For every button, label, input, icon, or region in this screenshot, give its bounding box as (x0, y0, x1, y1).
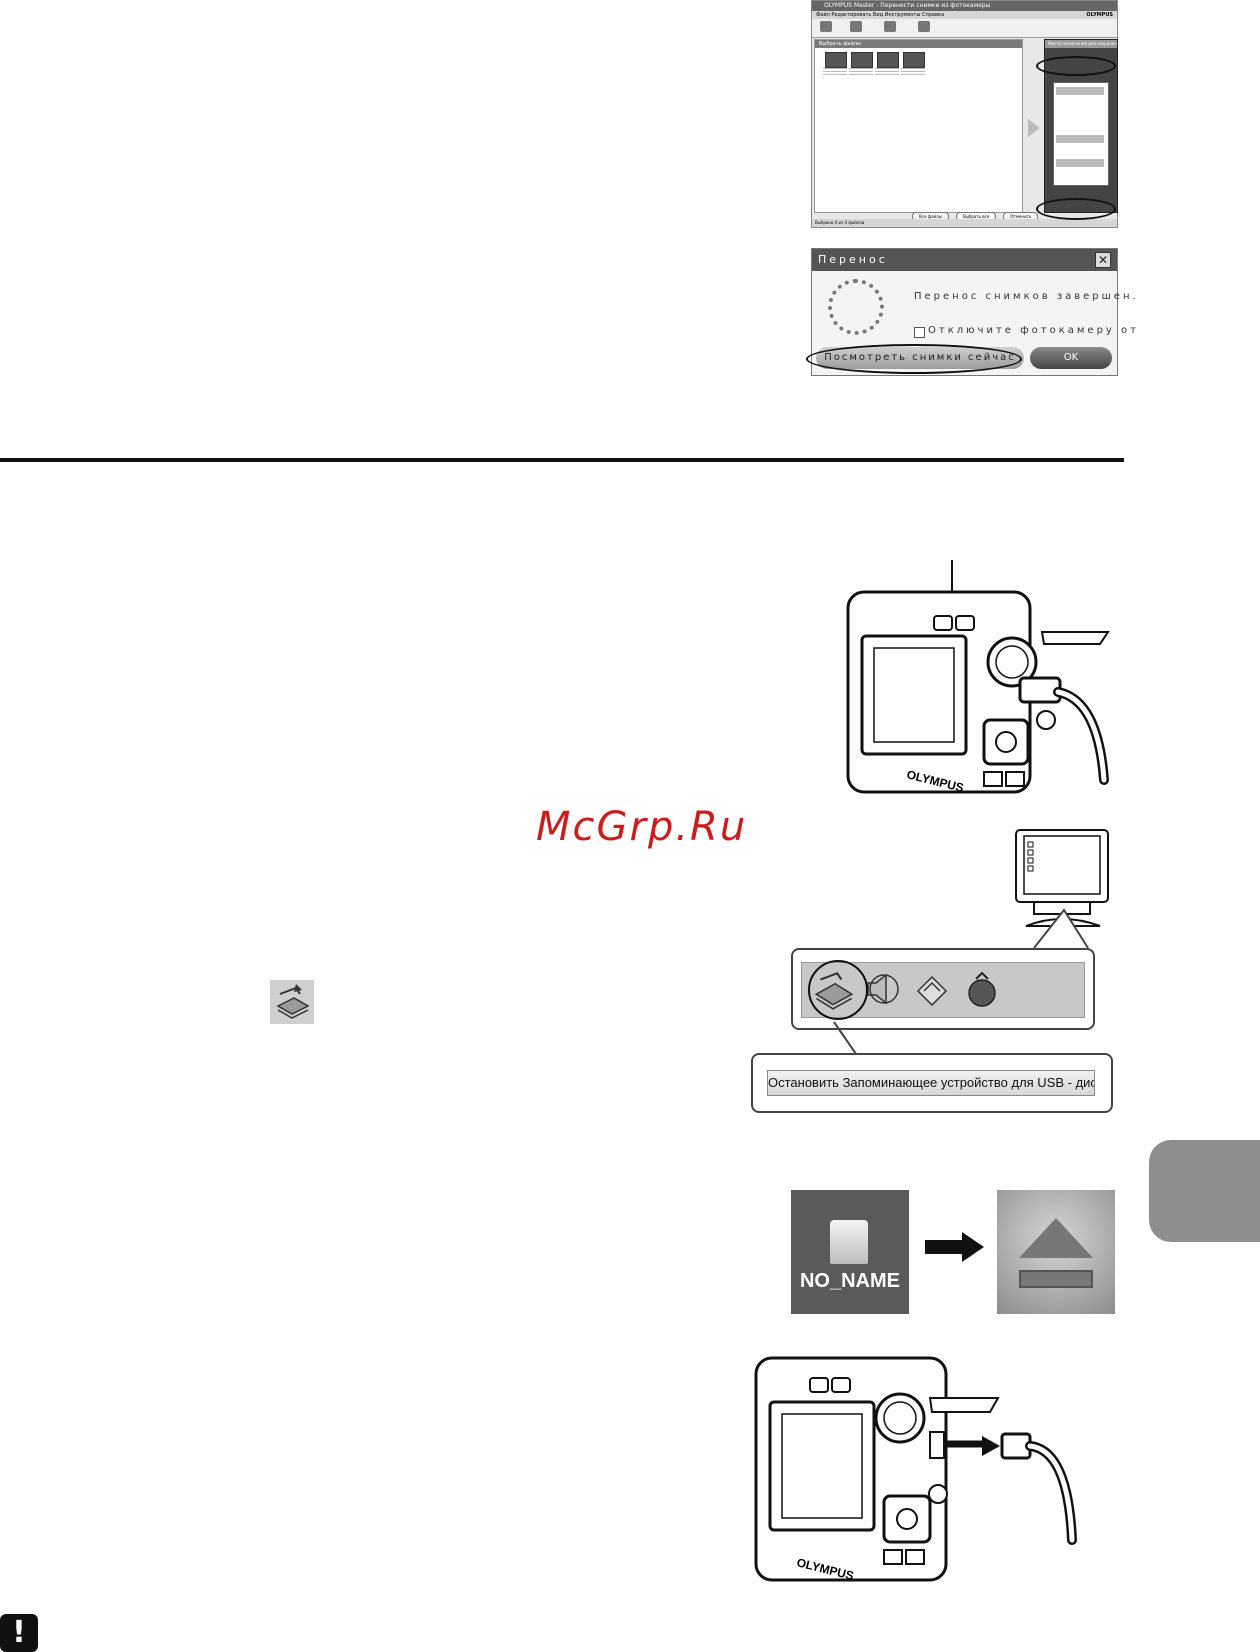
callout-pointer (833, 1021, 886, 1055)
eject-icon-panel (997, 1190, 1115, 1314)
transfer-window-status: Выбрано 4 из 4 файлов (812, 219, 1117, 227)
drive-label: NO_NAME (799, 1270, 900, 1292)
folder-item[interactable] (1056, 99, 1104, 107)
arrow-right-icon-head (962, 1232, 984, 1262)
disconnect-checkbox-label: Отключите фотокамеру от (928, 325, 1139, 336)
section-divider (0, 458, 1124, 462)
chapter-tab (1149, 1140, 1260, 1242)
network-icon[interactable] (912, 969, 952, 1009)
help-icon[interactable] (918, 21, 930, 32)
photo-thumbnail[interactable] (877, 52, 899, 68)
photo-thumbnail[interactable] (903, 52, 925, 68)
safely-remove-hardware-icon (270, 980, 314, 1024)
folder-item[interactable] (1056, 171, 1104, 179)
highlight-oval (806, 344, 1022, 374)
selection-buttons: Все файлы Выбрать все Отменить (912, 203, 1040, 221)
callout-pointer (1033, 908, 1089, 949)
stop-usb-device-tooltip[interactable]: Остановить Запоминающее устройство для U… (767, 1070, 1095, 1096)
photo-thumbnail[interactable] (851, 52, 873, 68)
thumbnail-caption (875, 68, 899, 76)
computer-monitor-illustration (1015, 829, 1109, 927)
dialog-message: Перенос снимков завершен. (914, 291, 1139, 302)
file-selection-header: Выбрать файлы (815, 40, 1022, 48)
destination-header: Место назначения для сохранения (1045, 40, 1117, 48)
folder-item[interactable] (1056, 123, 1104, 131)
tool-icon[interactable] (850, 21, 862, 32)
progress-spinner-icon (828, 279, 884, 335)
transfer-window-title: OLYMPUS Master - Перенести снимки из фот… (812, 1, 1117, 11)
eject-icon (1019, 1218, 1093, 1258)
eject-icon-bar (1019, 1270, 1093, 1288)
highlight-circle (808, 960, 868, 1020)
file-selection-panel: Выбрать файлы (814, 39, 1023, 213)
antivirus-icon[interactable] (962, 969, 1002, 1009)
highlight-oval (1036, 56, 1116, 76)
camera-back-illustration: OLYMPUS (846, 560, 1110, 795)
watermark: McGrp.Ru (536, 804, 748, 850)
camera-unplug-illustration: OLYMPUS (754, 1356, 1077, 1583)
thumbnail-caption (901, 68, 925, 76)
folder-group[interactable] (1056, 135, 1104, 143)
thumbnail-caption (823, 68, 847, 76)
disconnect-checkbox[interactable] (914, 327, 925, 338)
home-icon[interactable] (820, 21, 832, 32)
transfer-window-toolbar (812, 19, 1117, 38)
close-icon[interactable]: ✕ (1095, 252, 1111, 268)
dialog-title: Перенос (812, 249, 1117, 271)
ok-button[interactable]: OK (1030, 347, 1112, 369)
warning-icon: ! (0, 1614, 38, 1652)
transfer-window-screenshot: OLYMPUS Master - Перенести снимки из фот… (811, 0, 1118, 228)
transfer-arrow-icon (1028, 119, 1040, 137)
usb-drive-icon[interactable] (830, 1220, 868, 1264)
arrow-right-icon (925, 1240, 967, 1254)
folder-item[interactable] (1056, 111, 1104, 119)
thumbnail-caption (849, 68, 873, 76)
highlight-oval (1036, 198, 1116, 220)
transfer-window-brand: OLYMPUS (1086, 12, 1113, 18)
destination-folder-list[interactable] (1053, 82, 1109, 186)
folder-item[interactable] (1056, 147, 1104, 155)
folder-group[interactable] (1056, 159, 1104, 167)
transfer-window-menu[interactable]: Файл Редактировать Вид Инструменты Справ… (812, 11, 1117, 19)
speaker-icon[interactable] (862, 969, 902, 1009)
folder-group[interactable] (1056, 87, 1104, 95)
mac-drive-icon-panel: NO_NAME (791, 1190, 909, 1314)
camera-icon[interactable] (884, 21, 896, 32)
tooltip-callout: Остановить Запоминающее устройство для U… (751, 1053, 1113, 1113)
photo-thumbnail[interactable] (825, 52, 847, 68)
